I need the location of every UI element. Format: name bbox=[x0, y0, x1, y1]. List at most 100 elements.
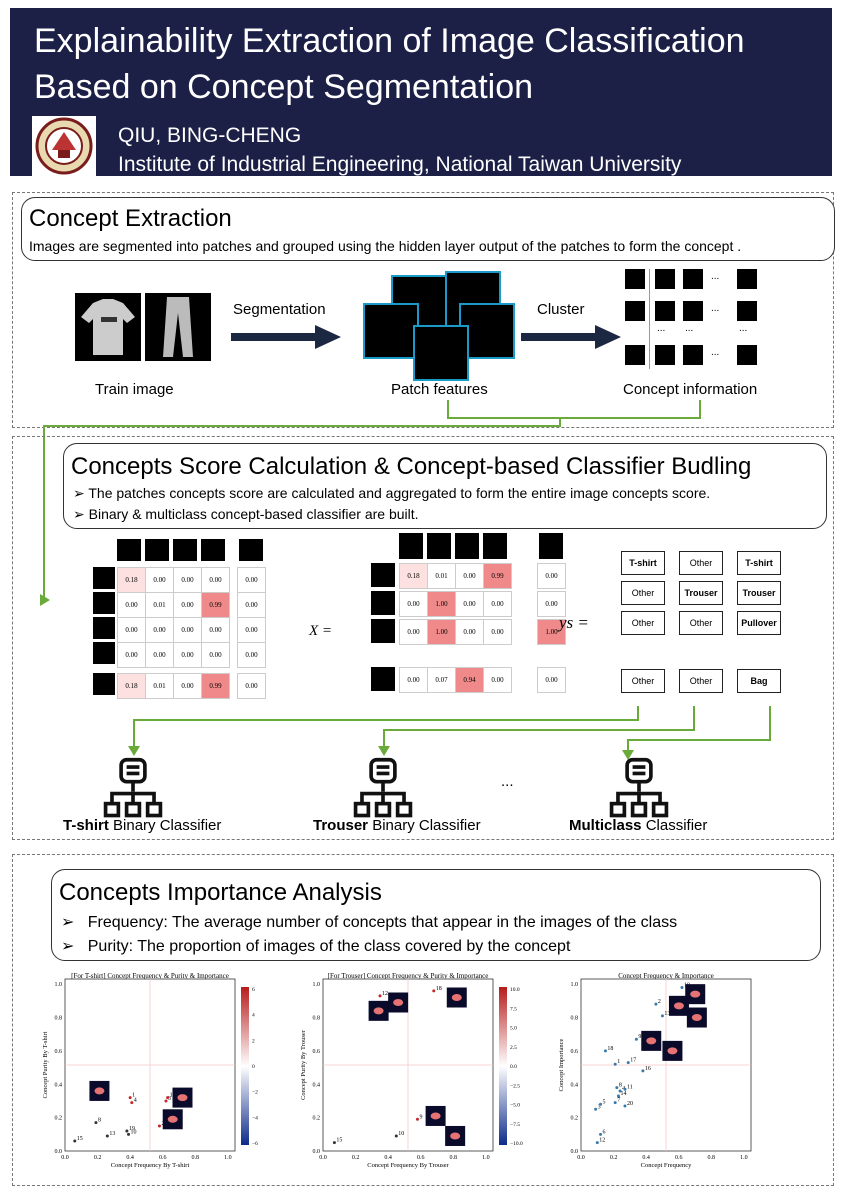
concept-thumbnail-blob bbox=[691, 1014, 702, 1022]
patch-thumbnail bbox=[93, 673, 115, 695]
patch-feature bbox=[363, 303, 419, 359]
data-point bbox=[599, 1132, 603, 1136]
point-label: 9 bbox=[419, 1114, 422, 1120]
score-cell: 0.00 bbox=[173, 642, 202, 668]
data-point bbox=[618, 1089, 622, 1093]
x-cell: 0.94 bbox=[455, 667, 484, 693]
point-label: 6 bbox=[603, 1129, 606, 1135]
y-axis-label: Concept Purity By T-shirt bbox=[42, 1031, 49, 1098]
x-tick-label: 0.8 bbox=[708, 1155, 716, 1161]
x-tick-label: 0.2 bbox=[352, 1155, 360, 1161]
point-label: 3 bbox=[168, 1096, 171, 1102]
data-point bbox=[603, 1049, 607, 1053]
score-cell: 0.00 bbox=[237, 567, 266, 593]
x-axis-label: Concept Frequency bbox=[641, 1162, 692, 1169]
point-label: 15 bbox=[336, 1138, 342, 1144]
score-cell: 0.00 bbox=[117, 592, 146, 618]
section-title: Concepts Importance Analysis bbox=[59, 879, 382, 906]
data-point bbox=[654, 1002, 658, 1006]
point-label: 12 bbox=[382, 991, 388, 997]
point-label: 17 bbox=[630, 1058, 636, 1064]
patch-thumbnail bbox=[93, 642, 115, 664]
label-cell: Other bbox=[679, 551, 723, 575]
sum-cell: 0.00 bbox=[237, 673, 266, 699]
x-cell: 0.00 bbox=[483, 591, 512, 617]
score-cell: 0.00 bbox=[173, 592, 202, 618]
score-calculation-section: Concepts Score Calculation & Concept-bas… bbox=[12, 436, 834, 840]
y-tick-label: 1.0 bbox=[313, 982, 321, 988]
point-label: 18 bbox=[436, 986, 442, 992]
x-cell: 0.00 bbox=[483, 619, 512, 645]
train-image-trouser bbox=[145, 293, 211, 361]
y-tick-label: 0.8 bbox=[55, 1016, 63, 1022]
x-cell: 0.00 bbox=[537, 591, 566, 617]
x-cell: 1.00 bbox=[537, 619, 566, 645]
patch-thumbnail bbox=[371, 591, 395, 615]
x-tick-label: 0.0 bbox=[319, 1155, 327, 1161]
poster-header: Explainability Extraction of Image Class… bbox=[10, 8, 832, 176]
y-axis-label: Concept Purity By Trouser bbox=[300, 1029, 307, 1100]
x-tick-label: 1.0 bbox=[224, 1155, 232, 1161]
colorbar-tick: −10.0 bbox=[510, 1141, 523, 1147]
x-tick-label: 1.0 bbox=[482, 1155, 490, 1161]
data-point bbox=[595, 1141, 599, 1145]
point-label: 14 bbox=[620, 1091, 626, 1097]
x-cell: 0.99 bbox=[483, 563, 512, 589]
data-point bbox=[432, 989, 436, 993]
colorbar-tick: −7.5 bbox=[510, 1122, 520, 1128]
y-tick-label: 0.6 bbox=[313, 1049, 321, 1055]
score-cell: 0.00 bbox=[237, 592, 266, 618]
decision-tree-icon bbox=[103, 757, 163, 818]
x-tick-label: 0.6 bbox=[417, 1155, 425, 1161]
point-label: 12 bbox=[599, 1138, 605, 1144]
y-tick-label: 0.0 bbox=[55, 1149, 63, 1155]
x-cell: 0.00 bbox=[537, 563, 566, 589]
data-point bbox=[94, 1121, 98, 1125]
x-tick-label: 0.8 bbox=[192, 1155, 200, 1161]
bullet-item: ➢ Binary & multiclass concept-based clas… bbox=[73, 506, 419, 522]
colorbar bbox=[241, 987, 249, 1145]
segmentation-arrow-icon bbox=[231, 325, 341, 349]
patch-thumbnail bbox=[93, 592, 115, 614]
concept-thumbnail-blob bbox=[393, 999, 404, 1007]
concept-thumbnail-blob bbox=[177, 1094, 188, 1102]
x-tick-label: 1.0 bbox=[740, 1155, 748, 1161]
concept-grid: ... ... ... ... ... ... bbox=[625, 269, 761, 369]
sum-cell: 0.99 bbox=[201, 673, 230, 699]
data-point bbox=[641, 1069, 645, 1073]
patch-thumbnail bbox=[201, 539, 225, 561]
x-cell: 1.00 bbox=[427, 619, 456, 645]
score-cell: 0.00 bbox=[173, 567, 202, 593]
patch-thumbnail bbox=[117, 539, 141, 561]
x-cell: 0.00 bbox=[399, 667, 428, 693]
point-label: 16 bbox=[645, 1066, 651, 1072]
ys-equals-label: ys = bbox=[559, 613, 589, 632]
data-point bbox=[613, 1101, 617, 1105]
colorbar-tick: −2.5 bbox=[510, 1083, 520, 1089]
sum-cell: 0.00 bbox=[173, 673, 202, 699]
score-cell: 0.18 bbox=[117, 567, 146, 593]
plot-title: [For T-shirt] Concept Frequency & Purity… bbox=[71, 973, 229, 980]
x-cell: 0.18 bbox=[399, 563, 428, 589]
score-cell: 0.00 bbox=[237, 642, 266, 668]
y-tick-label: 0.0 bbox=[313, 1149, 321, 1155]
x-cell: 0.00 bbox=[399, 591, 428, 617]
cluster-label: Cluster bbox=[537, 301, 585, 318]
x-cell: 0.01 bbox=[427, 563, 456, 589]
data-point bbox=[615, 1086, 619, 1090]
x-tick-label: 0.8 bbox=[450, 1155, 458, 1161]
concept-thumbnail-blob bbox=[430, 1112, 441, 1120]
x-tick-label: 0.0 bbox=[61, 1155, 69, 1161]
point-label: 11 bbox=[627, 1084, 633, 1090]
score-cell: 0.00 bbox=[117, 642, 146, 668]
point-label: 13 bbox=[109, 1131, 115, 1137]
score-cell: 0.00 bbox=[173, 617, 202, 643]
decision-tree-icon bbox=[609, 757, 669, 818]
y-tick-label: 0.4 bbox=[55, 1082, 63, 1088]
colorbar-tick: −6 bbox=[252, 1141, 258, 1147]
colorbar-tick: −5.0 bbox=[510, 1103, 520, 1109]
point-label: 10 bbox=[131, 1129, 137, 1135]
